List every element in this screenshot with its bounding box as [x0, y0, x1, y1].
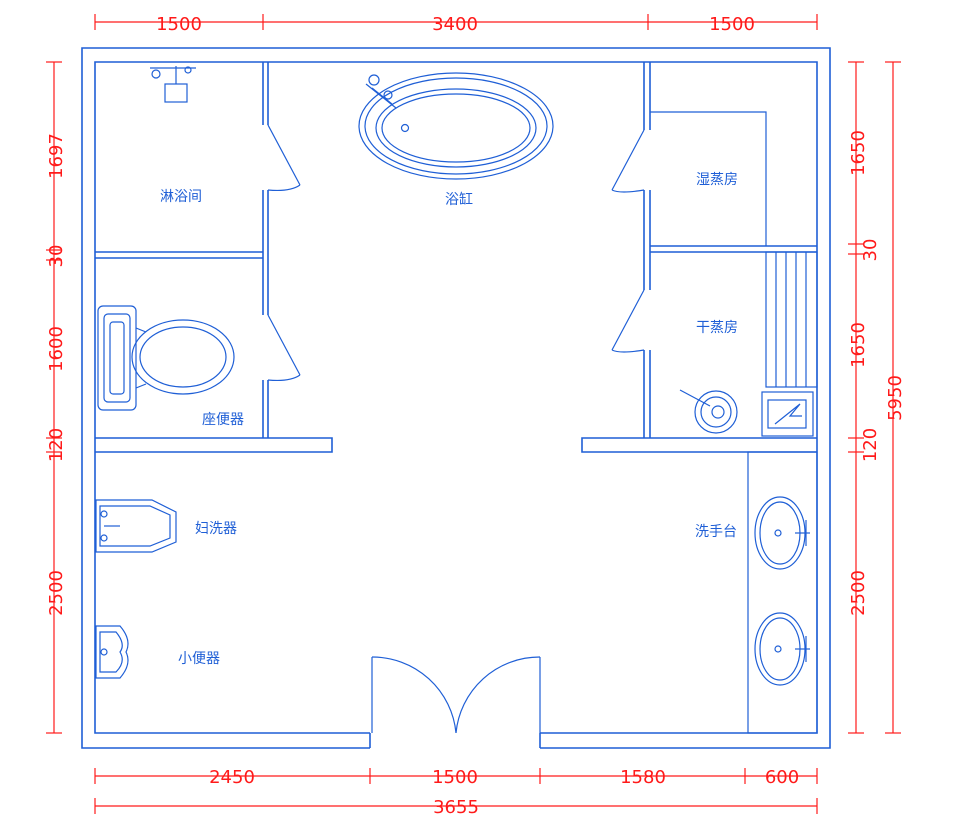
dim-right-5: 2500	[848, 570, 869, 616]
doors	[267, 124, 645, 734]
dim-bottom-2: 1500	[432, 767, 478, 788]
bathtub-fixture	[358, 72, 554, 180]
label-dry-steam: 干蒸房	[696, 320, 738, 336]
shower-fixture	[150, 66, 196, 103]
dim-left-5: 2500	[46, 570, 67, 616]
label-bathtub: 浴缸	[445, 191, 473, 208]
dim-right-2: 30	[860, 239, 881, 262]
label-shower: 淋浴间	[160, 189, 202, 205]
dim-right-1: 1650	[848, 130, 869, 176]
dim-top-3: 1500	[709, 14, 755, 35]
interior-partitions	[95, 62, 817, 453]
dim-left-2: 30	[46, 245, 67, 268]
dim-bottom-total: 3655	[433, 797, 479, 818]
dim-left-4: 120	[46, 428, 67, 462]
room-labels: 淋浴间 浴缸 湿蒸房 干蒸房 座便器 妇洗器 小便器 洗手台	[160, 172, 738, 667]
dim-top-1: 1500	[156, 14, 202, 35]
label-toilet: 座便器	[202, 412, 244, 428]
right-dimensions: 1650 30 1650 120 2500 5950	[848, 61, 906, 734]
toilet-fixture	[97, 305, 235, 411]
top-dimensions: 1500 3400 1500	[94, 14, 818, 35]
urinal-fixture	[95, 625, 129, 679]
bottom-dimensions: 2450 1500 1580 600 3655	[94, 767, 818, 818]
dry-steam-fixtures	[679, 251, 818, 437]
dim-bottom-3: 1580	[620, 767, 666, 788]
bidet-fixture	[95, 499, 177, 553]
label-vanity: 洗手台	[695, 524, 737, 540]
dim-top-2: 3400	[432, 14, 478, 35]
dim-right-4: 120	[860, 428, 881, 462]
dim-bottom-1: 2450	[209, 767, 255, 788]
dim-left-1: 1697	[46, 133, 67, 179]
label-bidet: 妇洗器	[195, 520, 237, 537]
dim-bottom-4: 600	[765, 767, 799, 788]
label-urinal: 小便器	[178, 651, 220, 667]
left-dimensions: 1697 30 1600 120 2500	[46, 61, 67, 734]
dim-right-total: 5950	[885, 375, 906, 421]
dim-left-3: 1600	[46, 326, 67, 372]
outer-walls	[81, 47, 831, 749]
label-wet-steam: 湿蒸房	[696, 172, 738, 188]
vanity-fixture	[747, 451, 818, 734]
dim-right-3: 1650	[848, 322, 869, 368]
